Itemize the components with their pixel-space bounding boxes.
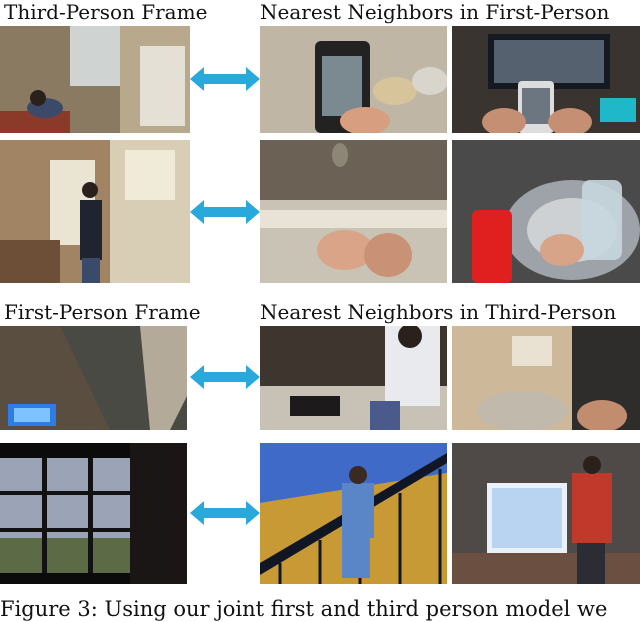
third-person-neighbor-image xyxy=(260,443,447,584)
double-headed-arrow-icon xyxy=(190,362,260,392)
nearest-neighbors-first-person-header: Nearest Neighbors in First-Person xyxy=(260,0,610,24)
first-person-neighbor-image xyxy=(452,26,640,133)
first-person-frame-header: First-Person Frame xyxy=(4,300,201,324)
third-person-frame-header: Third-Person Frame xyxy=(4,0,208,24)
third-person-neighbor-image xyxy=(452,326,640,430)
third-person-query-image xyxy=(0,26,190,133)
first-person-neighbor-image xyxy=(452,140,640,283)
first-person-query-image xyxy=(0,443,187,584)
figure-caption: Figure 3: Using our joint first and thir… xyxy=(0,597,608,621)
double-headed-arrow-icon xyxy=(190,498,260,528)
first-person-neighbor-image xyxy=(260,140,447,283)
nearest-neighbors-third-person-header: Nearest Neighbors in Third-Person xyxy=(260,300,617,324)
first-person-neighbor-image xyxy=(260,26,447,133)
third-person-query-image xyxy=(0,140,190,283)
double-headed-arrow-icon xyxy=(190,64,260,94)
first-person-query-image xyxy=(0,326,187,430)
third-person-neighbor-image xyxy=(260,326,447,430)
third-person-neighbor-image xyxy=(452,443,640,584)
double-headed-arrow-icon xyxy=(190,197,260,227)
